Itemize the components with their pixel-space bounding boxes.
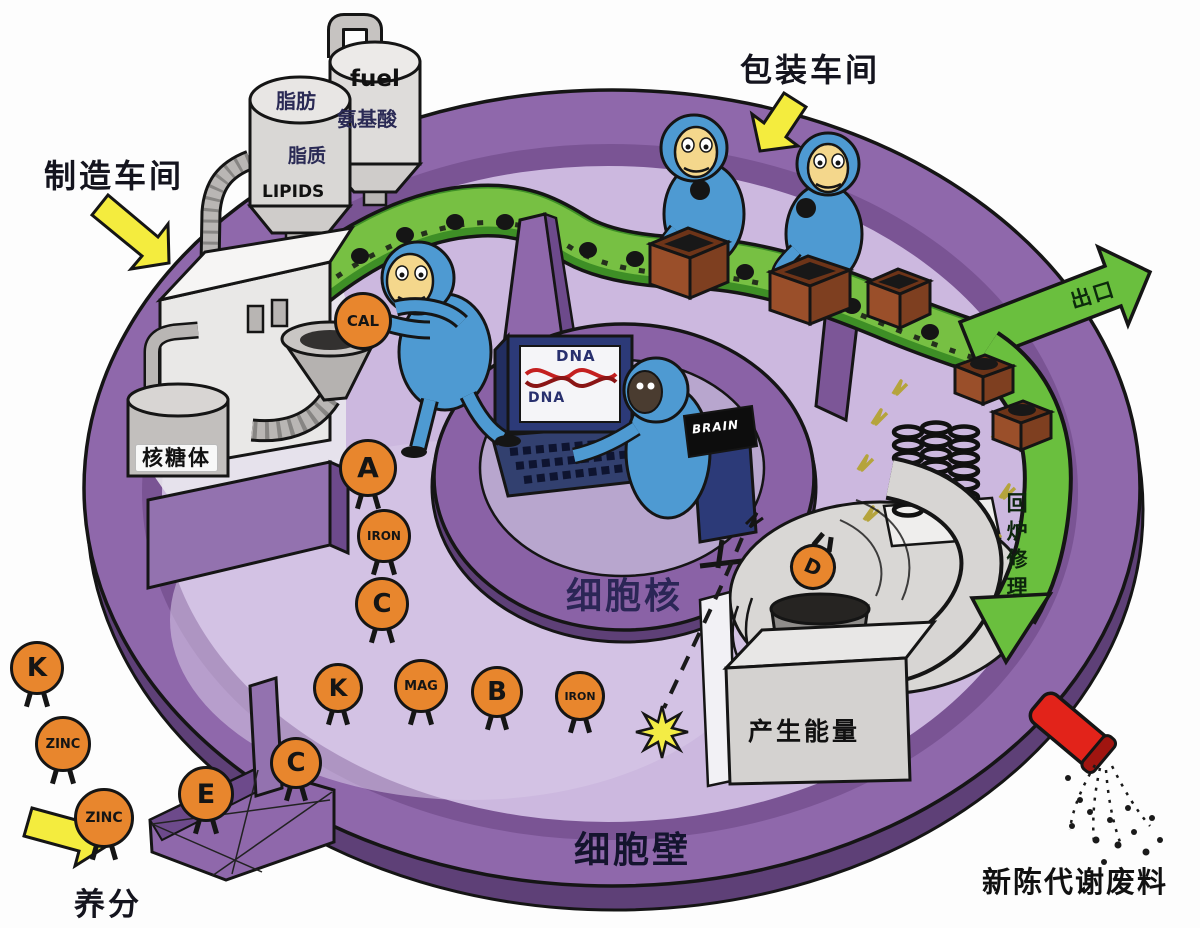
ribosome-label: 核糖体 (136, 445, 217, 472)
nutrient-ball-k: K (10, 641, 64, 695)
packaging-label: 包装车间 (740, 51, 881, 89)
recycle-boxes (950, 353, 1056, 453)
protein-boxes (645, 226, 935, 331)
worker-arm (572, 422, 640, 462)
screen-dna-top-label: DNA (556, 347, 596, 365)
tank-amino-label: 氨基酸 (337, 107, 397, 131)
worker-face (627, 370, 663, 414)
energy-label: 产生能量 (748, 717, 861, 746)
nutrient-ball-c: C (355, 577, 409, 631)
nucleus-worker (572, 356, 759, 569)
nutrient-ball-e: E (178, 766, 234, 822)
manufacturing-label: 制造车间 (44, 157, 185, 195)
nutrient-ball-mag: MAG (394, 659, 448, 713)
lipid-tank (198, 75, 354, 321)
nutrient-ball-zinc: ZINC (74, 788, 134, 848)
bucket-contents (769, 592, 871, 626)
signal-zigzag (744, 511, 764, 529)
tank-lipid-label: 脂质 (288, 145, 327, 167)
nutrient-ball-c: C (270, 737, 322, 789)
energy-box (724, 656, 912, 786)
recycle-arrow (969, 331, 1073, 666)
nutrient-ball-k: K (313, 663, 363, 713)
worker-arm (394, 300, 466, 327)
manufacturing-arrow (89, 192, 171, 272)
nutrient-ball-b: B (471, 666, 523, 718)
nutrient-ball-a: A (339, 439, 397, 497)
nutrient-ball-iron: IRON (555, 671, 605, 721)
belt-tie-marks (290, 220, 981, 363)
waste-particles (1065, 764, 1163, 865)
signal-dashed-line (662, 537, 744, 709)
monitor-screen (519, 345, 621, 423)
nutrients-label: 养分 (74, 887, 142, 923)
recycle-label: 回炉修理 (1004, 492, 1029, 604)
dna-helix-strand (524, 375, 618, 389)
nutrient-ball-zinc: ZINC (35, 716, 91, 772)
nutrient-ball-iron: IRON (357, 509, 411, 563)
nucleus-label: 细胞核 (566, 576, 684, 617)
tank-fuel-label: fuel (350, 66, 400, 92)
tank-fat-label: 脂肪 (276, 89, 316, 113)
tank-lipids-en-label: LIPIDS (262, 182, 325, 202)
spark-starburst (635, 705, 689, 759)
screen-dna-bottom-label: DNA (528, 390, 566, 406)
waste-pipe (1028, 691, 1118, 775)
brain-panel (682, 404, 759, 459)
cell-wall-label: 细胞壁 (574, 830, 692, 871)
packaging-arrow (749, 90, 809, 153)
nutrient-ball-cal: CAL (334, 292, 392, 350)
waste-label: 新陈代谢废料 (982, 865, 1169, 899)
